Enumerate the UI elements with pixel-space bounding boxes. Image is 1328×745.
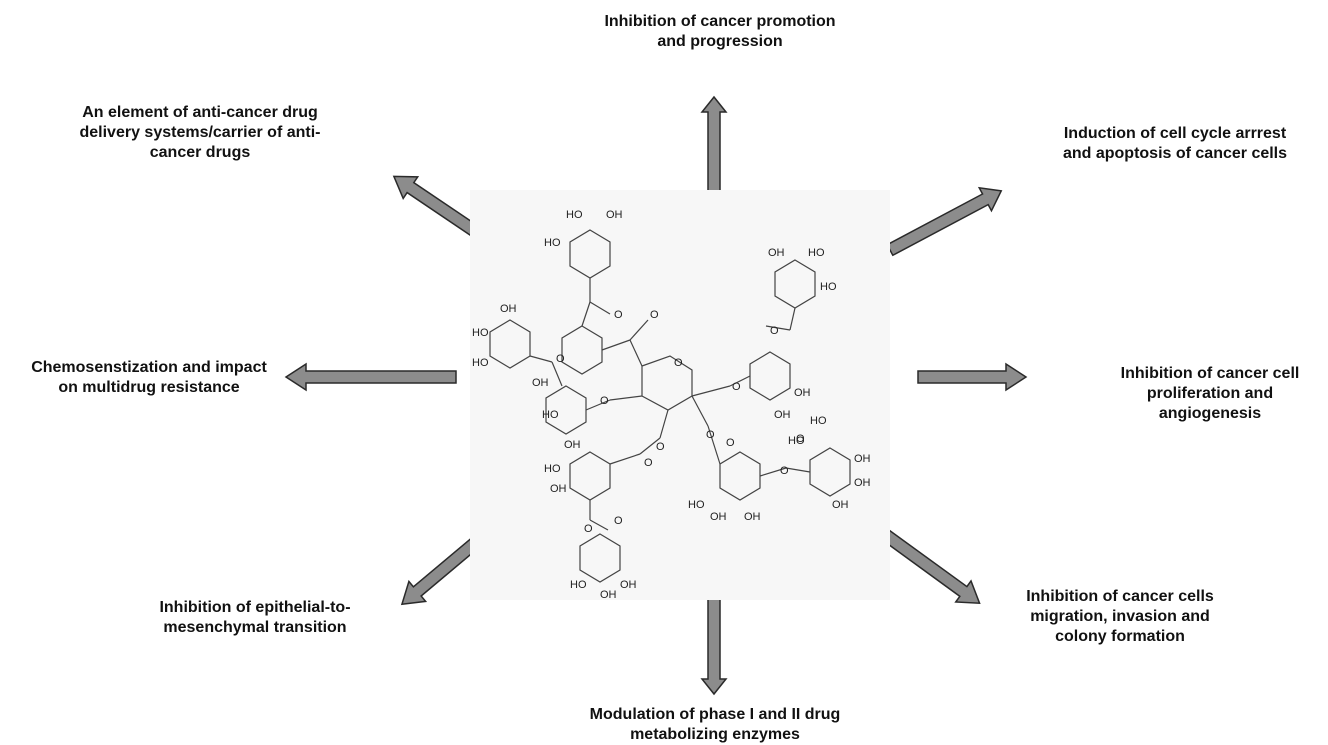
arrow-top-right — [886, 186, 1003, 257]
atom-label: HO — [808, 247, 825, 259]
atom-label: HO — [472, 357, 489, 369]
label-line: angiogenesis — [1158, 405, 1262, 422]
label-line: delivery systems/carrier of anti- — [79, 124, 321, 141]
label-line: and progression — [657, 33, 783, 50]
label-line: metabolizing enzymes — [630, 726, 800, 743]
label-line: mesenchymal transition — [163, 619, 347, 636]
label-line: An element of anti-cancer drug — [82, 104, 318, 121]
atom-label: O — [614, 309, 623, 321]
atom-label: O — [600, 395, 609, 407]
label-left: Chemosenstization and impact on multidru… — [4, 358, 294, 398]
atom-label: OH — [550, 483, 567, 495]
atom-label: HO — [688, 499, 705, 511]
label-line: Modulation of phase I and II drug — [589, 706, 841, 723]
atom-label: HO — [810, 415, 827, 427]
atom-label: OH — [854, 453, 871, 465]
label-right: Inhibition of cancer cell proliferation … — [1100, 364, 1320, 424]
atom-label: OH — [564, 439, 581, 451]
label-top-left: An element of anti-cancer drug delivery … — [20, 103, 380, 163]
atom-label: HO — [820, 281, 837, 293]
atom-label: HO — [566, 209, 583, 221]
atom-label: O — [556, 353, 565, 365]
atom-label: O — [732, 381, 741, 393]
label-line: cancer drugs — [149, 144, 251, 161]
atom-label: O — [770, 325, 779, 337]
label-bottom-left: Inhibition of epithelial-to- mesenchymal… — [110, 598, 400, 638]
atom-label: OH — [600, 589, 617, 600]
atom-label: O — [584, 523, 593, 535]
arrow-left — [284, 362, 457, 392]
label-line: Inhibition of cancer cell — [1120, 365, 1300, 382]
label-line: on multidrug resistance — [58, 379, 240, 396]
molecule-background — [470, 190, 890, 600]
label-line: Chemosenstization and impact — [31, 359, 267, 376]
atom-label: OH — [620, 579, 637, 591]
atom-label: O — [706, 429, 715, 441]
atom-label: O — [726, 437, 735, 449]
molecule-atom-labels: HO OH HO O OH HO OH HO O HO O O OH HO O … — [472, 209, 871, 600]
atom-label: O — [796, 433, 805, 445]
atom-label: HO — [472, 327, 489, 339]
label-line: colony formation — [1055, 628, 1185, 645]
atom-label: OH — [794, 387, 811, 399]
arrow-right — [917, 362, 1028, 392]
label-line: and apoptosis of cancer cells — [1062, 145, 1288, 162]
atom-label: O — [644, 457, 653, 469]
atom-label: HO — [570, 579, 587, 591]
atom-label: O — [780, 465, 789, 477]
label-line: Inhibition of cancer promotion — [604, 13, 836, 30]
atom-label: OH — [774, 409, 791, 421]
atom-label: OH — [500, 303, 517, 315]
molecule-bonds — [489, 229, 851, 583]
label-line: proliferation and — [1146, 385, 1274, 402]
atom-label: OH — [854, 477, 871, 489]
atom-label: OH — [744, 511, 761, 523]
atom-label: OH — [710, 511, 727, 523]
atom-label: OH — [532, 377, 549, 389]
atom-label: OH — [768, 247, 785, 259]
label-bottom-right: Inhibition of cancer cells migration, in… — [1000, 587, 1240, 647]
atom-label: OH — [832, 499, 849, 511]
label-bottom: Modulation of phase I and II drug metabo… — [540, 705, 890, 745]
atom-label: O — [674, 357, 683, 369]
label-top: Inhibition of cancer promotion and progr… — [560, 12, 880, 52]
label-line: migration, invasion and — [1030, 608, 1210, 625]
atom-label: O — [650, 309, 659, 321]
label-line: Inhibition of cancer cells — [1026, 588, 1214, 605]
atom-label: HO — [542, 409, 559, 421]
atom-label: HO — [544, 463, 561, 475]
atom-label: OH — [606, 209, 623, 221]
atom-label: HO — [788, 435, 805, 447]
atom-label: O — [614, 515, 623, 527]
atom-label: HO — [544, 237, 561, 249]
label-line: Inhibition of epithelial-to- — [159, 599, 351, 616]
atom-label: O — [656, 441, 665, 453]
label-top-right: Induction of cell cycle arrrest and apop… — [1030, 124, 1320, 164]
tannic-acid-molecule: HO OH HO O OH HO OH HO O HO O O OH HO O … — [470, 190, 890, 600]
label-line: Induction of cell cycle arrrest — [1063, 125, 1287, 142]
